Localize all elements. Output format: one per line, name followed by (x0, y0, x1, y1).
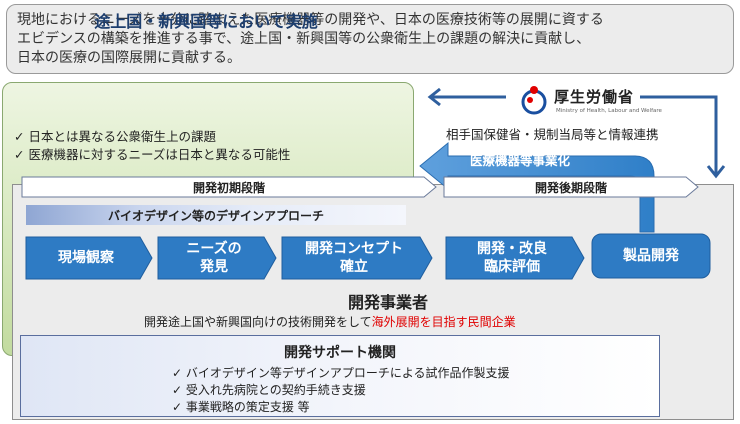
late-stage-arrow (443, 176, 699, 198)
mhlw-logo-icon (521, 86, 547, 115)
process-steps (25, 233, 711, 280)
banner-line: エビデンスの構築を推進する事で、途上国・新興国等の公衆衛生上の課題の解決に貢献し… (17, 31, 591, 47)
mhlw-to-panel-arrow (640, 95, 726, 179)
design-approach-label: バイオデザイン等のデザインアプローチ (107, 209, 324, 223)
support-item: ✓ 受入れ先病院との契約手続き支援 (172, 383, 366, 397)
implementation-point: ✓ 日本とは異なる公衆衛生上の課題 (14, 129, 216, 144)
developer-desc-highlight: 海外展開を目指す民間企業 (371, 315, 516, 329)
banner-line: 日本の医療の国際展開に貢献する。 (17, 50, 241, 66)
late-stage-label: 開発後期段階 (534, 181, 607, 195)
mission-banner: 現地におけるニーズを十分に踏まえた医療機器等の開発や、日本の医療技術等の展開に資… (6, 4, 734, 74)
implementation-point: ✓ 医療機器に対するニーズは日本と異なる可能性 (14, 147, 291, 162)
mhlw-to-implementation-arrow (427, 87, 506, 107)
step-concept-establishment: 開発コンセプト 確立 (305, 241, 403, 275)
support-organization-box (20, 335, 660, 417)
step-clinical-evaluation: 開発・改良 臨床評価 (477, 241, 547, 275)
step-needs-discovery: ニーズの 発見 (186, 241, 242, 275)
step-field-observation: 現場観察 (58, 250, 114, 266)
information-sharing-text: 相手国保健省・規制当局等と情報連携 (446, 127, 659, 142)
implementation-title: 途上国・新興国等において実施 (94, 12, 318, 31)
support-item: ✓ バイオデザイン等デザインアプローチによる試作品作製支援 (172, 366, 510, 380)
step-product-development: 製品開発 (623, 248, 679, 264)
mhlw-name: 厚生労働省 (554, 88, 635, 106)
mhlw-subtitle: Ministry of Health, Labour and Welfare (556, 108, 662, 114)
developer-description: 開発途上国や新興国向けの技術開発をして海外展開を目指す民間企業 (144, 313, 516, 330)
early-stage-arrow (21, 176, 437, 198)
mhlw-label: 厚生労働省 Ministry of Health, Labour and Wel… (520, 84, 680, 124)
banner-line: 現地におけるニーズを十分に踏まえた医療機器等の開発や、日本の医療技術等の展開に資… (17, 12, 604, 28)
support-title: 開発サポート機関 (284, 345, 396, 361)
commercialization-label: 医療機器等事業化 (470, 153, 571, 168)
support-item: ✓ 事業戦略の策定支援 等 (172, 400, 310, 414)
developer-desc-prefix: 開発途上国や新興国向けの技術開発をして (144, 315, 372, 329)
design-approach-bar (26, 205, 406, 225)
early-stage-label: 開発初期段階 (192, 181, 265, 195)
developer-title: 開発事業者 (347, 293, 428, 312)
